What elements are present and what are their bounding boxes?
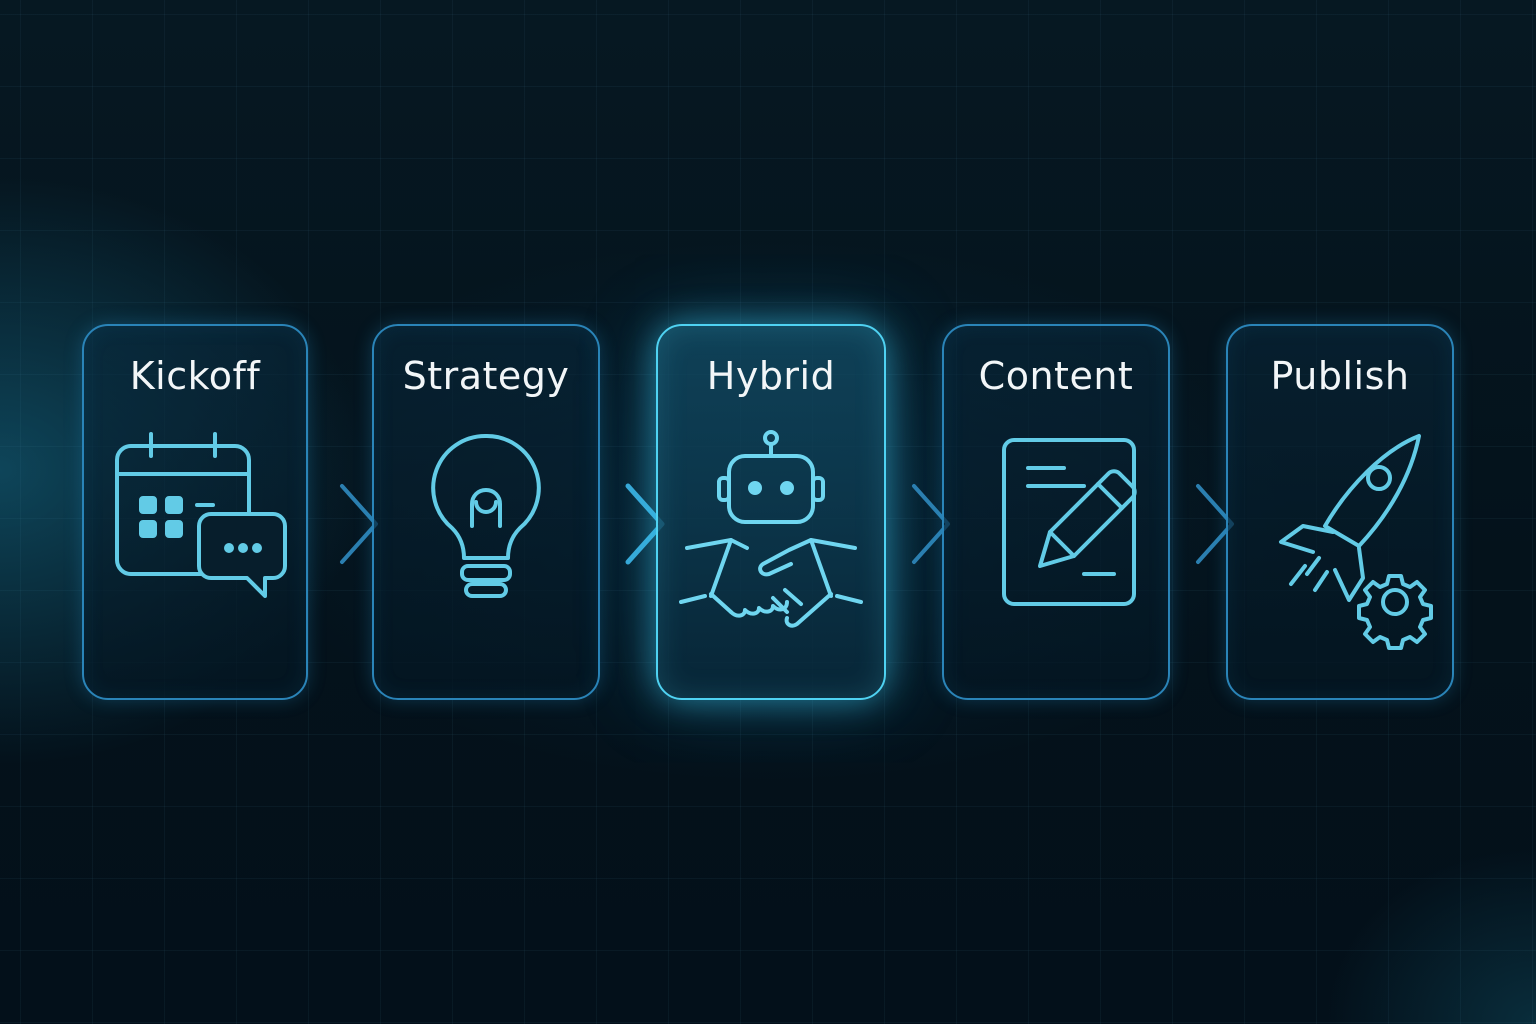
chevron-right-icon	[1170, 480, 1234, 570]
chevron-right-icon	[600, 480, 665, 570]
robot-handshake-icon	[658, 426, 884, 656]
step-card-kickoff[interactable]: Kickoff	[82, 324, 308, 700]
step-card-publish[interactable]: Publish	[1226, 324, 1454, 700]
calendar-chat-icon	[84, 426, 306, 606]
step-label: Strategy	[402, 354, 570, 398]
step-card-strategy[interactable]: Strategy	[372, 324, 600, 700]
chevron-right-icon	[886, 480, 950, 570]
document-pencil-icon	[944, 426, 1168, 606]
step-card-hybrid[interactable]: Hybrid	[656, 324, 886, 700]
rocket-gear-icon	[1228, 426, 1452, 650]
chevron-right-icon	[308, 480, 378, 570]
step-card-content[interactable]: Content	[942, 324, 1170, 700]
step-label: Publish	[1270, 354, 1410, 398]
step-label: Hybrid	[706, 354, 836, 398]
step-label: Kickoff	[129, 354, 261, 398]
step-label: Content	[978, 354, 1134, 398]
lightbulb-icon	[374, 426, 598, 606]
